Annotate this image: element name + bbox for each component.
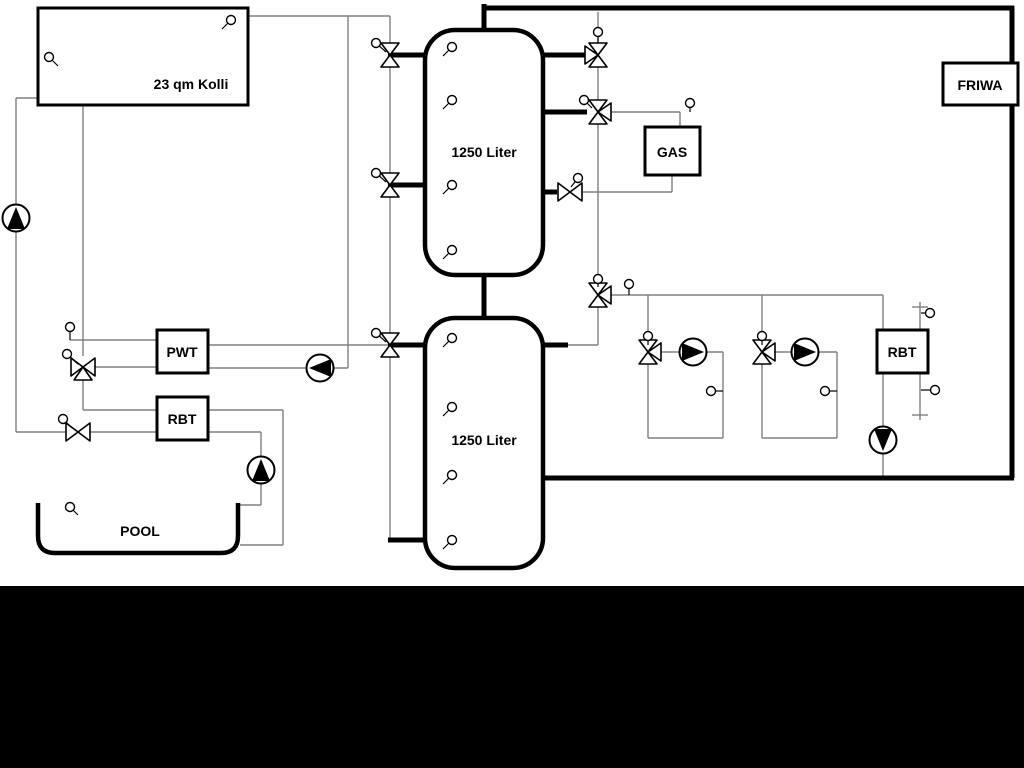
temp-sensor-icon [921, 384, 941, 396]
pump-icon [1, 203, 31, 233]
heating-schematic-svg: 23 qm Kolli 1250 Liter 1250 Liter PWT RB… [1, 4, 1020, 571]
temp-sensor-icon [442, 94, 458, 110]
valve-icon [588, 282, 612, 308]
temp-sensor-icon [61, 348, 79, 365]
valve-icon [584, 42, 608, 68]
temp-sensor-icon [756, 330, 768, 345]
temp-sensor-icon [221, 14, 237, 30]
valve-icon [638, 339, 662, 365]
rbt-left-box [155, 395, 210, 442]
rbt-left-label: RBT [168, 411, 197, 427]
temp-sensor-icon [43, 51, 59, 67]
pump-icon [790, 337, 820, 367]
temp-sensor-icon [442, 401, 458, 417]
solar-collector-box [36, 6, 250, 107]
temp-sensor-icon [592, 26, 604, 43]
valve-icon [588, 99, 612, 125]
temp-sensor-icon [819, 385, 837, 397]
rbt-right-label: RBT [888, 344, 917, 360]
temp-sensor-icon [442, 332, 458, 348]
valve-icon [752, 339, 776, 365]
pool-basin [35, 503, 241, 556]
valve-icon [380, 42, 400, 68]
pump-icon [246, 455, 276, 485]
valves [65, 42, 776, 442]
pumps [1, 203, 898, 485]
labels: 23 qm Kolli 1250 Liter 1250 Liter PWT RB… [120, 76, 1002, 539]
temp-sensor-icon [370, 167, 387, 183]
temp-sensor-icon [578, 94, 593, 109]
temp-sensor-icon [57, 413, 73, 429]
pwt-label: PWT [166, 344, 198, 360]
temp-sensor-icon [442, 534, 458, 550]
valve-icon [380, 332, 400, 358]
rbt-right-box [875, 328, 930, 375]
temp-sensor-icon [442, 244, 458, 260]
pump-icon [305, 353, 335, 383]
sensors [43, 14, 941, 550]
collector-label: 23 qm Kolli [154, 76, 229, 92]
temp-sensor-icon [921, 307, 936, 319]
temp-sensor-icon [442, 469, 458, 485]
temp-sensor-icon [370, 327, 387, 343]
temp-sensor-icon [684, 97, 696, 112]
gas-label: GAS [657, 144, 687, 160]
temp-sensor-icon [705, 385, 723, 397]
friwa-label: FRIWA [957, 77, 1002, 93]
temp-sensor-icon [623, 278, 635, 295]
valve-icon [380, 172, 400, 198]
temp-sensor-icon [570, 172, 584, 188]
temp-sensor-icon [64, 501, 79, 516]
temp-sensor-icon [442, 179, 458, 195]
temp-sensor-icon [64, 321, 76, 340]
temp-sensor-icon [642, 330, 654, 345]
pump-icon [678, 337, 708, 367]
bottom-black-band [0, 586, 1024, 768]
components [35, 6, 1020, 571]
thin-pipe-lines [15, 12, 928, 546]
temp-sensor-icon [370, 37, 387, 53]
tank2-label: 1250 Liter [451, 432, 517, 448]
valve-icon [557, 182, 583, 202]
gas-boiler-box [643, 125, 702, 177]
tank1-label: 1250 Liter [451, 144, 517, 160]
buffer-tank-2 [422, 315, 546, 571]
buffer-tank-1 [422, 27, 546, 278]
temp-sensor-icon [442, 41, 458, 57]
temp-sensor-icon [592, 273, 604, 287]
pwt-heat-exchanger-box [155, 328, 210, 375]
pump-icon [868, 425, 898, 455]
pool-label: POOL [120, 523, 160, 539]
friwa-station-box [941, 61, 1020, 107]
